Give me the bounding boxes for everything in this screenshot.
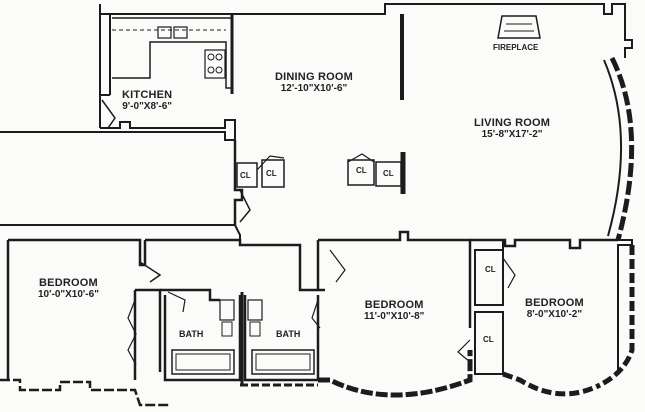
living-room-name: LIVING ROOM bbox=[474, 117, 551, 129]
living-room-label: LIVING ROOM 15'-8"X17'-2" bbox=[474, 117, 551, 140]
dining-room-name: DINING ROOM bbox=[275, 71, 353, 83]
center-closet-2-label: CL bbox=[383, 169, 394, 178]
bed3-closet-top bbox=[474, 249, 504, 306]
bedroom-center-label: BEDROOM 11'-0"X10'-8" bbox=[364, 299, 425, 322]
hall-closet-1 bbox=[236, 162, 258, 188]
bedroom-left-walls bbox=[8, 238, 147, 267]
stove bbox=[204, 49, 226, 79]
bath-left bbox=[163, 295, 242, 382]
bedroom-right-name: BEDROOM bbox=[525, 297, 584, 309]
center-closet-1-label: CL bbox=[356, 166, 367, 175]
kitchen-dims: 9'-0"X8'-6" bbox=[122, 100, 173, 112]
bedroom-left-label: BEDROOM 10'-0"X10'-6" bbox=[38, 277, 99, 300]
bed3-closet-bottom bbox=[474, 311, 504, 375]
bedroom-center-dims: 11'-0"X10'-8" bbox=[364, 310, 425, 322]
bedroom-center-name: BEDROOM bbox=[364, 299, 424, 311]
bedroom-left-name: BEDROOM bbox=[39, 277, 98, 289]
bedroom-right-label: BEDROOM 8'-0"X10'-2" bbox=[525, 297, 584, 320]
kitchen-name: KITCHEN bbox=[122, 89, 173, 101]
bay-window bbox=[609, 56, 635, 241]
bedroom-left-dims: 10'-0"X10'-6" bbox=[38, 288, 99, 300]
dining-room-label: DINING ROOM 12'-10"X10'-6" bbox=[275, 71, 353, 94]
bed3-closet-top-label: CL bbox=[485, 265, 496, 274]
dining-room-dims: 12'-10"X10'-6" bbox=[280, 82, 348, 94]
hall-closet-1-label: CL bbox=[240, 171, 251, 180]
bed3-closet-bottom-label: CL bbox=[483, 335, 494, 344]
top-exterior-wall bbox=[99, 3, 633, 58]
bath-left-label: BATH bbox=[179, 329, 204, 339]
living-room-dims: 15'-8"X17'-2" bbox=[481, 128, 543, 140]
kitchen-label: KITCHEN 9'-0"X8'-6" bbox=[122, 89, 173, 112]
fireplace-label: FIREPLACE bbox=[493, 43, 539, 52]
hall-closet-2-label: CL bbox=[266, 169, 277, 178]
bedroom-right-dims: 8'-0"X10'-2" bbox=[526, 308, 583, 320]
hall-closet-2 bbox=[261, 159, 285, 188]
bath-right-label: BATH bbox=[276, 329, 301, 339]
fireplace bbox=[497, 15, 541, 39]
center-closet-1 bbox=[347, 159, 375, 186]
bath-right bbox=[243, 295, 320, 382]
